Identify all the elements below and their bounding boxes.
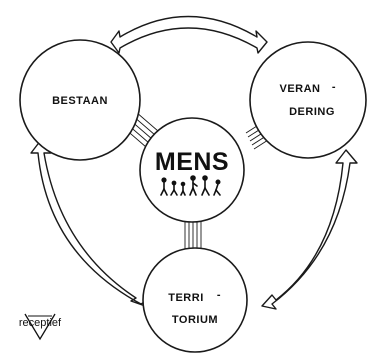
label-verandering-line1: VERAN	[279, 83, 320, 95]
node-verandering-circle	[250, 42, 366, 158]
receptief-logo-icon: receptief	[19, 314, 62, 339]
label-mens: MENS	[155, 148, 229, 176]
arrow-top	[111, 17, 267, 54]
label-territorium-line1: TERRI	[168, 292, 204, 304]
arrow-right	[262, 150, 357, 309]
arrow-left	[31, 140, 148, 307]
label-verandering-hyphen: -	[332, 81, 336, 93]
brand-name: receptief	[19, 317, 62, 329]
label-verandering-line2: DERING	[289, 106, 335, 118]
label-territorium-line2: TORIUM	[172, 314, 218, 326]
label-bestaan: BESTAAN	[52, 95, 108, 107]
label-territorium-hyphen: -	[217, 289, 221, 301]
